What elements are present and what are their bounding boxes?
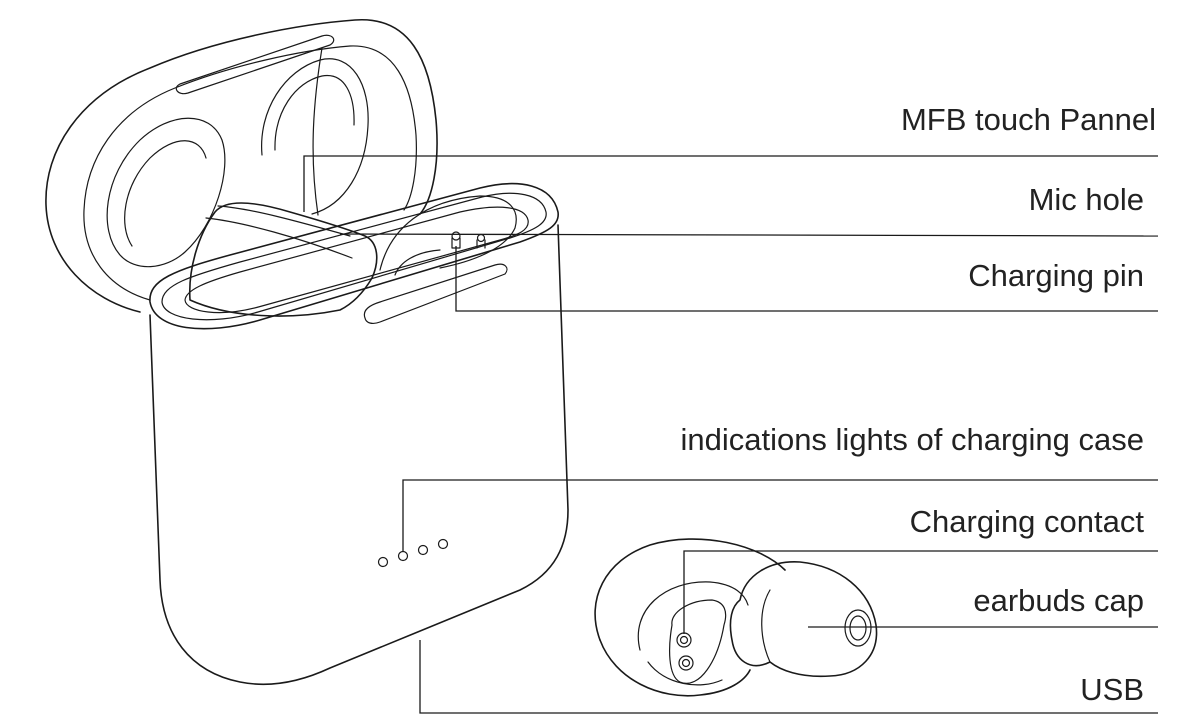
- indicator-lights: [377, 538, 449, 568]
- labels: MFB touch Pannel Mic hole Charging pin i…: [680, 102, 1156, 707]
- charging-case: [45, 19, 569, 686]
- leader-indication-lights: [402, 479, 1158, 552]
- label-charging-pin: Charging pin: [968, 258, 1144, 293]
- leader-mfb-touch-panel: [303, 155, 1158, 212]
- leader-charging-contact: [683, 550, 1158, 634]
- earbud: [594, 538, 878, 697]
- label-mfb-touch-panel: MFB touch Pannel: [901, 102, 1156, 137]
- earbud-in-case: [188, 202, 378, 317]
- leader-lines: [303, 155, 1159, 714]
- label-earbuds-cap: earbuds cap: [973, 583, 1144, 618]
- leader-mic-hole: [339, 233, 1159, 237]
- leader-charging-pin: [455, 246, 1158, 312]
- label-charging-contact: Charging contact: [910, 504, 1145, 539]
- label-indication-lights: indications lights of charging case: [680, 422, 1144, 457]
- leader-usb: [419, 640, 1158, 714]
- case-body: [149, 182, 569, 686]
- case-lid: [45, 19, 438, 313]
- label-mic-hole: Mic hole: [1029, 182, 1144, 217]
- label-usb: USB: [1080, 672, 1144, 707]
